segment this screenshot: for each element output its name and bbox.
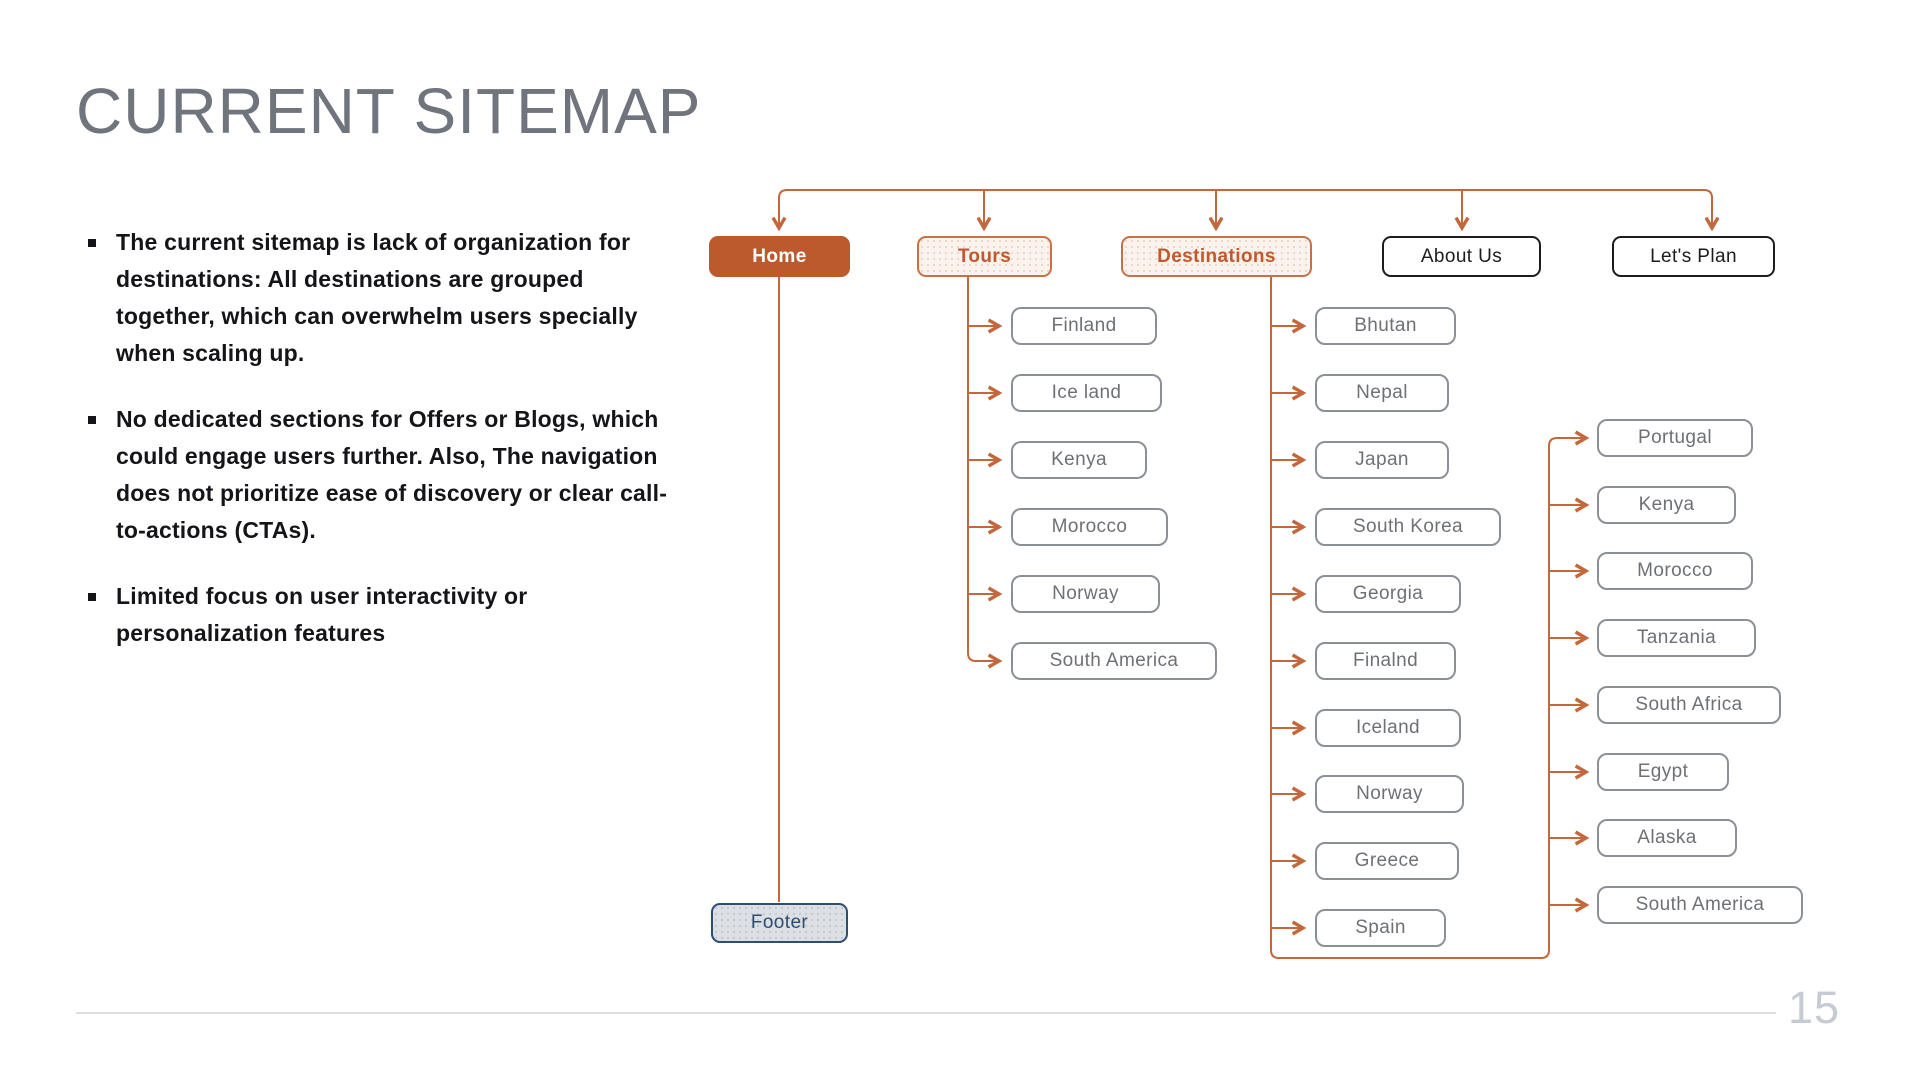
sitemap-node-tours-norway: Norway [1011, 575, 1160, 613]
sitemap-node-dest-iceland: Iceland [1315, 709, 1461, 747]
sitemap-node-dest-norway: Norway [1315, 775, 1464, 813]
page-title: CURRENT SITEMAP [76, 75, 702, 147]
sitemap-node-dest2-egypt: Egypt [1597, 753, 1729, 791]
bullet-item: The current sitemap is lack of organizat… [78, 224, 670, 372]
sitemap-node-dest2-portugal: Portugal [1597, 419, 1753, 457]
sitemap-node-tours-iceland: Ice land [1011, 374, 1162, 412]
page-number: 15 [1788, 982, 1841, 1033]
sitemap-node-about-us: About Us [1382, 236, 1541, 277]
sitemap-node-dest-finalnd: Finalnd [1315, 642, 1456, 680]
sitemap-node-dest-spain: Spain [1315, 909, 1446, 947]
sitemap-node-tours: Tours [917, 236, 1052, 277]
sitemap-node-lets-plan: Let's Plan [1612, 236, 1775, 277]
sitemap-node-tours-finland: Finland [1011, 307, 1157, 345]
sitemap-node-tours-kenya: Kenya [1011, 441, 1147, 479]
sitemap-node-dest2-tanzania: Tanzania [1597, 619, 1756, 657]
sitemap-node-dest-south-korea: South Korea [1315, 508, 1501, 546]
sitemap-node-destinations: Destinations [1121, 236, 1312, 277]
footer-divider [76, 1012, 1776, 1014]
sitemap-node-tours-morocco: Morocco [1011, 508, 1168, 546]
bullet-list: The current sitemap is lack of organizat… [78, 224, 670, 681]
sitemap-node-tours-south-america: South America [1011, 642, 1217, 680]
sitemap-node-dest2-morocco: Morocco [1597, 552, 1753, 590]
sitemap-node-dest-greece: Greece [1315, 842, 1459, 880]
bullet-item: No dedicated sections for Offers or Blog… [78, 401, 670, 549]
sitemap-node-dest2-south-africa: South Africa [1597, 686, 1781, 724]
sitemap-node-dest2-south-america: South America [1597, 886, 1803, 924]
sitemap-node-dest-bhutan: Bhutan [1315, 307, 1456, 345]
sitemap-node-home: Home [709, 236, 850, 277]
sitemap-node-dest-nepal: Nepal [1315, 374, 1449, 412]
sitemap-node-footer: Footer [711, 903, 848, 943]
sitemap-node-dest2-kenya: Kenya [1597, 486, 1736, 524]
sitemap-node-dest-japan: Japan [1315, 441, 1449, 479]
sitemap-node-dest-georgia: Georgia [1315, 575, 1461, 613]
bullet-item: Limited focus on user interactivity or p… [78, 578, 670, 652]
sitemap-node-dest2-alaska: Alaska [1597, 819, 1737, 857]
